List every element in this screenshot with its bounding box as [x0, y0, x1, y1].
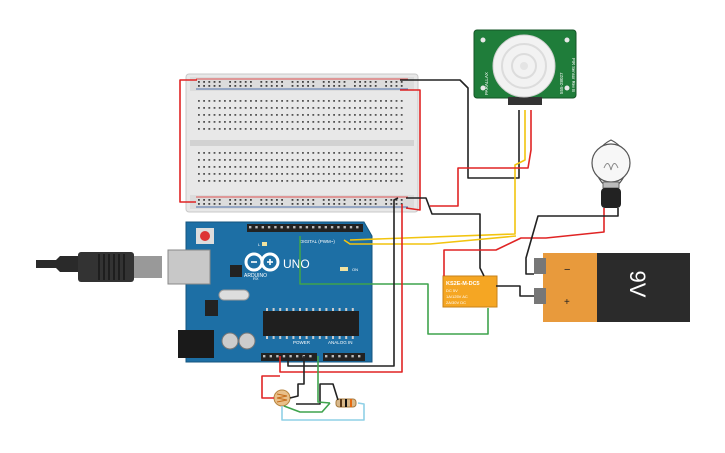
arduino-logo-icon: [244, 252, 280, 272]
pir-label-left: PARALLAX: [484, 72, 489, 95]
pir-sensor[interactable]: PARALLAX 555-28027 PIR Sensor Rev B: [473, 29, 577, 105]
pir-dome-icon: [492, 34, 556, 98]
mcu-pins: [266, 308, 354, 339]
relay-line1: DC 5V: [446, 288, 458, 293]
pir-label-top: PIR Sensor Rev B: [571, 58, 576, 92]
power-header-label: POWER: [293, 340, 311, 345]
arduino-uno-board[interactable]: DIGITAL (PWM~) ARDUINO UNO L TX RX ON: [167, 221, 373, 363]
pir-label-right: 555-28027: [559, 72, 564, 94]
led-label-tx: TX: [253, 267, 258, 272]
wires[interactable]: [179, 79, 619, 421]
digital-header-pins: [249, 226, 359, 229]
breadboard[interactable]: [185, 73, 419, 213]
light-bulb-icon[interactable]: [591, 139, 631, 208]
led-label-l: L: [258, 242, 261, 247]
relay-module[interactable]: KS2E-M-DC5 DC 5V 1A/125V AC 2A/30V DC: [442, 275, 498, 308]
battery-label: 9V: [625, 271, 650, 298]
breadboard-holes: [198, 81, 403, 205]
arduino-model: UNO: [283, 257, 310, 271]
analog-header-label: ANALOG IN: [328, 340, 353, 345]
battery-plus: +: [564, 297, 570, 308]
relay-line2: 1A/125V AC: [446, 294, 468, 299]
usb-cable-icon: [36, 252, 162, 282]
relay-part: KS2E-M-DC5: [446, 281, 480, 287]
led-label-on: ON: [352, 267, 358, 272]
arduino-brand: ARDUINO: [244, 273, 267, 279]
photoresistor-icon[interactable]: [273, 389, 291, 407]
battery-9v[interactable]: − + 9V: [534, 253, 690, 322]
digital-header-label: DIGITAL (PWM~): [300, 239, 335, 244]
relay-line3: 2A/30V DC: [446, 300, 466, 305]
battery-minus: −: [564, 264, 570, 276]
led-label-rx: RX: [253, 276, 259, 281]
resistor-icon[interactable]: [335, 398, 357, 408]
